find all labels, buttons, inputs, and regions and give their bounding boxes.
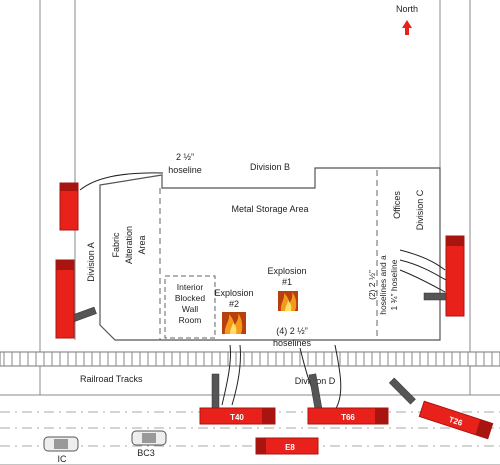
- truck-t66: T66: [307, 407, 389, 425]
- engine-e8-label: E8: [285, 443, 295, 452]
- north-arrow-icon: [402, 20, 412, 35]
- explosion-2: Explosion #2: [214, 288, 254, 334]
- svg-text:(2) 2 ½”: (2) 2 ½”: [367, 270, 377, 300]
- svg-text:(4) 2 ½”: (4) 2 ½”: [276, 326, 308, 336]
- truck-t26-label: T26: [448, 415, 464, 428]
- engine-e8: E8: [255, 437, 319, 455]
- car-bc3: BC3: [131, 430, 167, 458]
- division-a-label: Division A: [86, 242, 96, 282]
- svg-text:Area: Area: [137, 235, 147, 254]
- hoseline-bottom-label: (4) 2 ½” hoselines: [273, 326, 312, 348]
- truck-division-c: [445, 235, 465, 317]
- truck-division-a-upper: [59, 182, 79, 231]
- car-bc3-label: BC3: [137, 448, 155, 458]
- fabric-area-label: Fabric Alteration Area: [111, 226, 147, 264]
- svg-text:Explosion: Explosion: [267, 266, 306, 276]
- svg-text:hoselines: hoselines: [273, 338, 312, 348]
- explosion-1: Explosion #1: [267, 266, 307, 311]
- truck-t26: T26: [418, 400, 494, 440]
- svg-text:Alteration: Alteration: [124, 226, 134, 264]
- hoseline-right-label: (2) 2 ½” hoselines and a 1 ¾” hoseline: [367, 255, 399, 315]
- metal-storage-label: Metal Storage Area: [231, 204, 308, 214]
- svg-text:#1: #1: [282, 277, 292, 287]
- offices-label: Offices: [392, 191, 402, 219]
- building-outline: [99, 167, 441, 341]
- svg-text:2 ½”: 2 ½”: [176, 152, 194, 162]
- svg-text:hoseline: hoseline: [168, 165, 202, 175]
- fire-icon: [278, 291, 298, 311]
- svg-text:Room: Room: [179, 315, 202, 325]
- truck-division-a-lower: [55, 259, 75, 339]
- svg-text:Wall: Wall: [182, 304, 198, 314]
- svg-text:1 ¾” hoseline: 1 ¾” hoseline: [389, 259, 399, 310]
- division-b-label: Division B: [250, 162, 290, 172]
- svg-text:hoselines and a: hoselines and a: [378, 255, 388, 315]
- north-label: North: [396, 4, 418, 14]
- fire-icon: [222, 312, 246, 334]
- interior-room-label: Interior Blocked Wall Room: [175, 282, 206, 325]
- svg-text:Blocked: Blocked: [175, 293, 206, 303]
- aerial-ladders: [63, 292, 461, 411]
- truck-t40-label: T40: [230, 413, 244, 422]
- svg-text:Explosion: Explosion: [214, 288, 253, 298]
- hoseline-top-label: 2 ½” hoseline: [168, 152, 202, 175]
- svg-text:#2: #2: [229, 299, 239, 309]
- partitions: [159, 170, 378, 340]
- svg-text:Interior: Interior: [177, 282, 204, 292]
- division-c-label: Division C: [415, 189, 425, 230]
- truck-t66-label: T66: [341, 413, 355, 422]
- svg-text:Fabric: Fabric: [111, 232, 121, 258]
- car-ic: IC: [43, 436, 79, 464]
- car-ic-label: IC: [58, 454, 68, 464]
- railroad-tracks: [0, 351, 500, 367]
- interior-room-outline: [164, 275, 216, 339]
- railroad-label: Railroad Tracks: [80, 374, 143, 384]
- north-indicator: North: [396, 4, 418, 35]
- truck-t40: T40: [199, 407, 276, 425]
